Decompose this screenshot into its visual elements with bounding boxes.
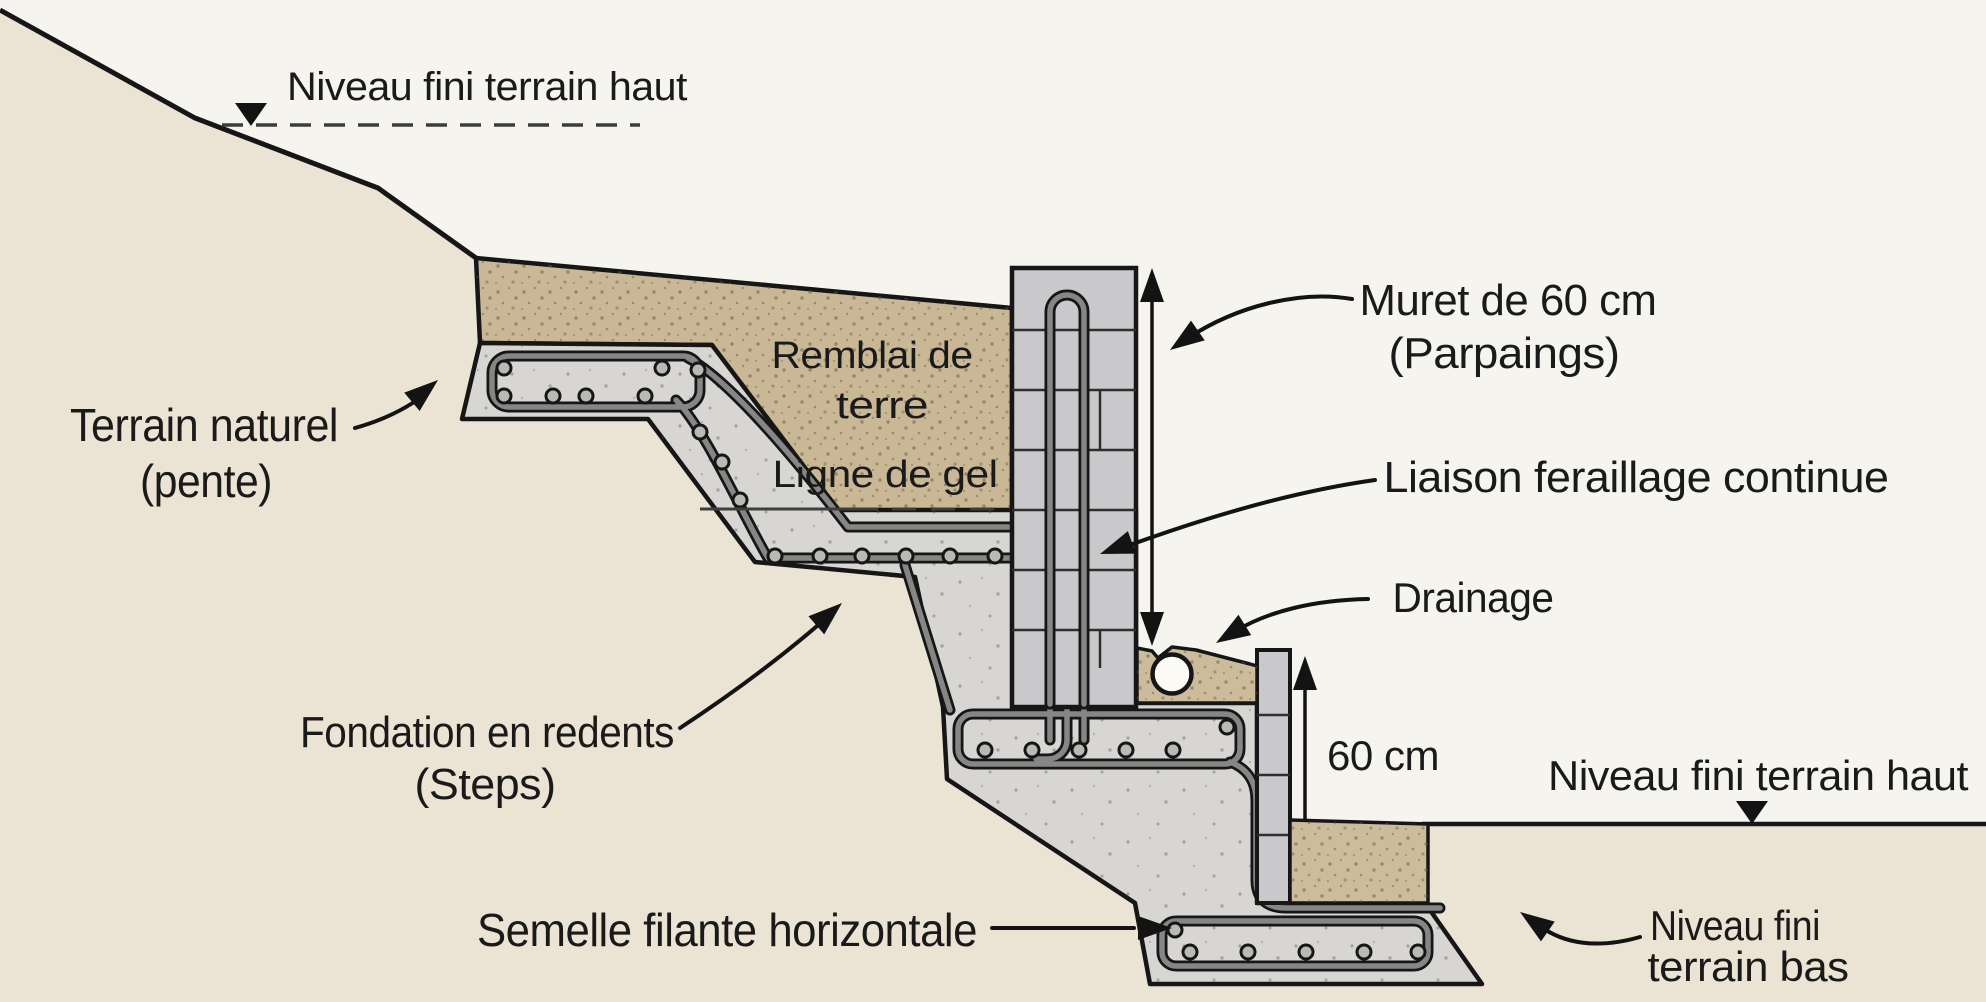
block-wall-muret [1009, 265, 1139, 710]
label-rebar-link: Liaison feraillage continue [1384, 453, 1889, 502]
label-level-right: Niveau fini terrain haut [1548, 752, 1969, 799]
terrain-natural-slope [0, 7, 1986, 1002]
terrain-mass [0, 10, 1986, 1002]
drain-pipe [1150, 652, 1194, 696]
foundation-speckle [462, 343, 1482, 984]
label-level-low-line1: Niveau fini [1650, 902, 1820, 949]
drainage-zone [1135, 645, 1259, 705]
label-remblai-line1: Remblai de [772, 335, 973, 377]
label-footing: Semelle filante horizontale [477, 904, 977, 956]
level-marker-right [1736, 801, 1768, 824]
arrow-terrain-naturel [353, 370, 446, 430]
label-foundation-line1: Fondation en redents [300, 708, 674, 757]
label-drainage: Drainage [1393, 574, 1554, 621]
label-level-top-left: Niveau fini terrain haut [287, 65, 687, 109]
leader-arrows [353, 294, 1642, 946]
label-level-low-line2: terrain bas [1648, 943, 1849, 990]
arrow-niveau-bas [1513, 902, 1642, 946]
low-block-wall [1255, 648, 1292, 905]
arrow-drainage [1209, 597, 1370, 654]
level-triangle-icon [235, 103, 267, 126]
label-foundation-line2: (Steps) [415, 760, 556, 809]
level-marker-top [222, 103, 640, 127]
labels: Niveau fini terrain haut Terrain naturel… [70, 65, 1969, 990]
rebar-dots [495, 359, 1427, 961]
label-wall-line1: Muret de 60 cm [1360, 276, 1657, 325]
dimension-arrow-wall-height [1140, 268, 1164, 646]
dimension-arrow-60cm [1293, 656, 1317, 820]
arrow-fondation [678, 593, 850, 730]
sand-backfill-low [1288, 818, 1430, 905]
slope-surface-line [0, 7, 478, 261]
label-dim-60cm: 60 cm [1327, 732, 1439, 779]
label-wall-line2: (Parpaings) [1389, 329, 1620, 378]
label-terrain-line2: (pente) [140, 455, 272, 507]
arrow-muret [1163, 294, 1354, 360]
label-terrain-line1: Terrain naturel [70, 399, 338, 451]
level-triangle-icon [1736, 801, 1768, 824]
arrow-liaison [1095, 478, 1377, 566]
label-frost-line: Ligne de gel [773, 454, 998, 496]
label-remblai-line2: terre [836, 385, 928, 427]
arrow-semelle [990, 916, 1172, 940]
